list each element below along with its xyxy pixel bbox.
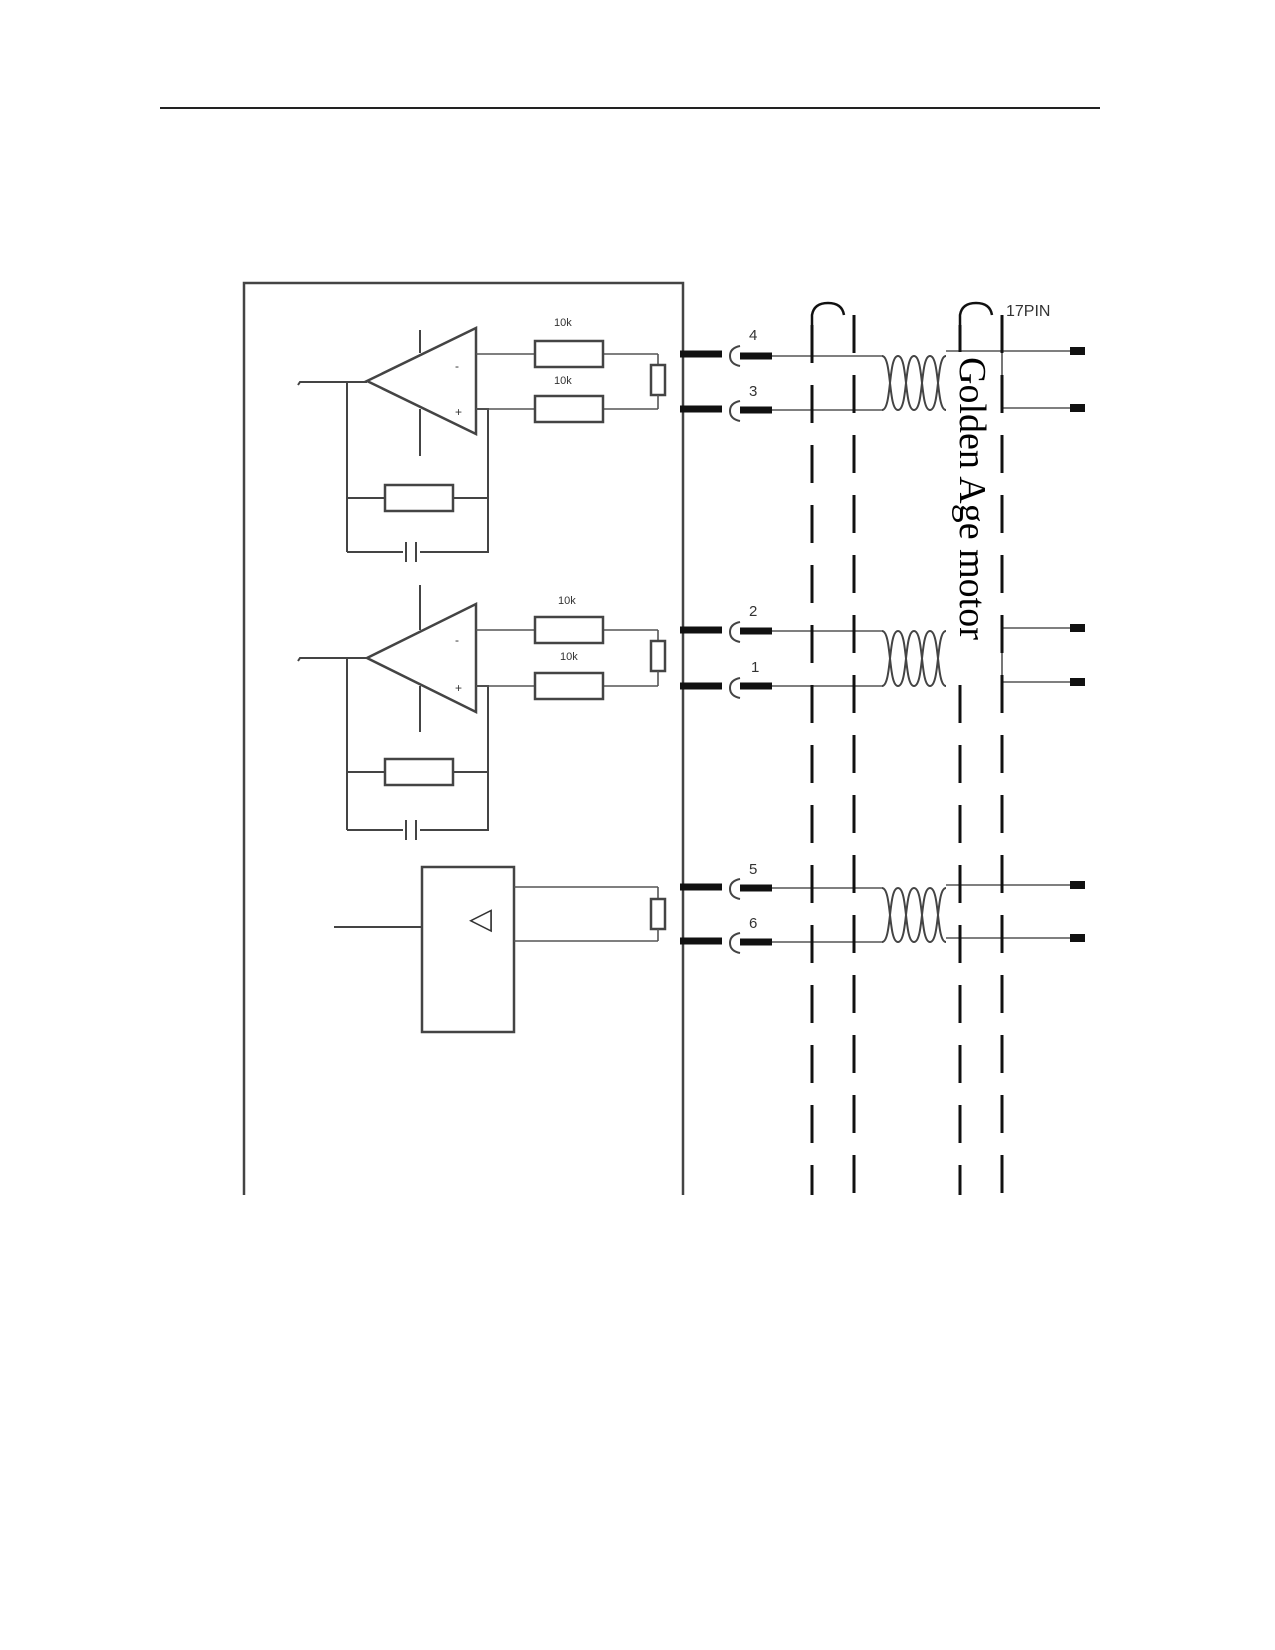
pin-number-2: 2 — [749, 603, 757, 620]
termination-resistor-1 — [649, 363, 667, 397]
opamp-1 — [364, 326, 478, 436]
input-resistor-1a — [533, 339, 605, 369]
opamp-channel-2: - + 10k 10k — [297, 585, 667, 840]
opamp-2-plus: + — [455, 681, 462, 695]
motor-side-wires — [946, 347, 1085, 942]
opamp-1-plus: + — [455, 405, 462, 419]
pin-number-1: 1 — [751, 659, 759, 676]
line-driver-channel: ▷ — [334, 865, 667, 1034]
line-driver-symbol: ▷ — [469, 906, 492, 939]
resistor-label-2b: 10k — [560, 651, 578, 663]
cable-wires — [772, 355, 882, 943]
cable-shield-1 — [810, 301, 856, 1195]
twisted-pair-2 — [881, 629, 947, 688]
feedback-resistor-2 — [383, 757, 455, 787]
connector-pins: 4 3 2 1 5 6 — [680, 327, 772, 954]
opamp-2 — [364, 601, 478, 715]
input-resistor-2b — [533, 671, 605, 701]
pin-number-4: 4 — [749, 327, 757, 344]
twisted-pair-3 — [881, 886, 947, 944]
termination-resistor-3 — [649, 897, 667, 931]
input-resistor-1b — [533, 394, 605, 424]
pin-number-6: 6 — [749, 915, 757, 932]
resistor-label-1b: 10k — [554, 375, 572, 387]
controller-enclosure — [242, 281, 685, 1195]
connector-label: 17PIN — [1006, 303, 1050, 320]
opamp-1-minus: - — [455, 359, 459, 373]
pin-number-3: 3 — [749, 383, 757, 400]
input-resistor-2a — [533, 615, 605, 645]
twisted-pair-1 — [881, 354, 947, 412]
header-rule — [160, 107, 1100, 109]
pin-number-5: 5 — [749, 861, 757, 878]
feedback-resistor-1 — [383, 483, 455, 513]
resistor-label-1a: 10k — [554, 317, 572, 329]
line-driver-block — [420, 865, 516, 1034]
resistor-label-2a: 10k — [558, 595, 576, 607]
motor-label: Golden Age motor — [951, 357, 993, 640]
termination-resistor-2 — [649, 639, 667, 673]
opamp-channel-1: - + 10k 10k — [297, 317, 667, 562]
opamp-2-minus: - — [455, 633, 459, 647]
